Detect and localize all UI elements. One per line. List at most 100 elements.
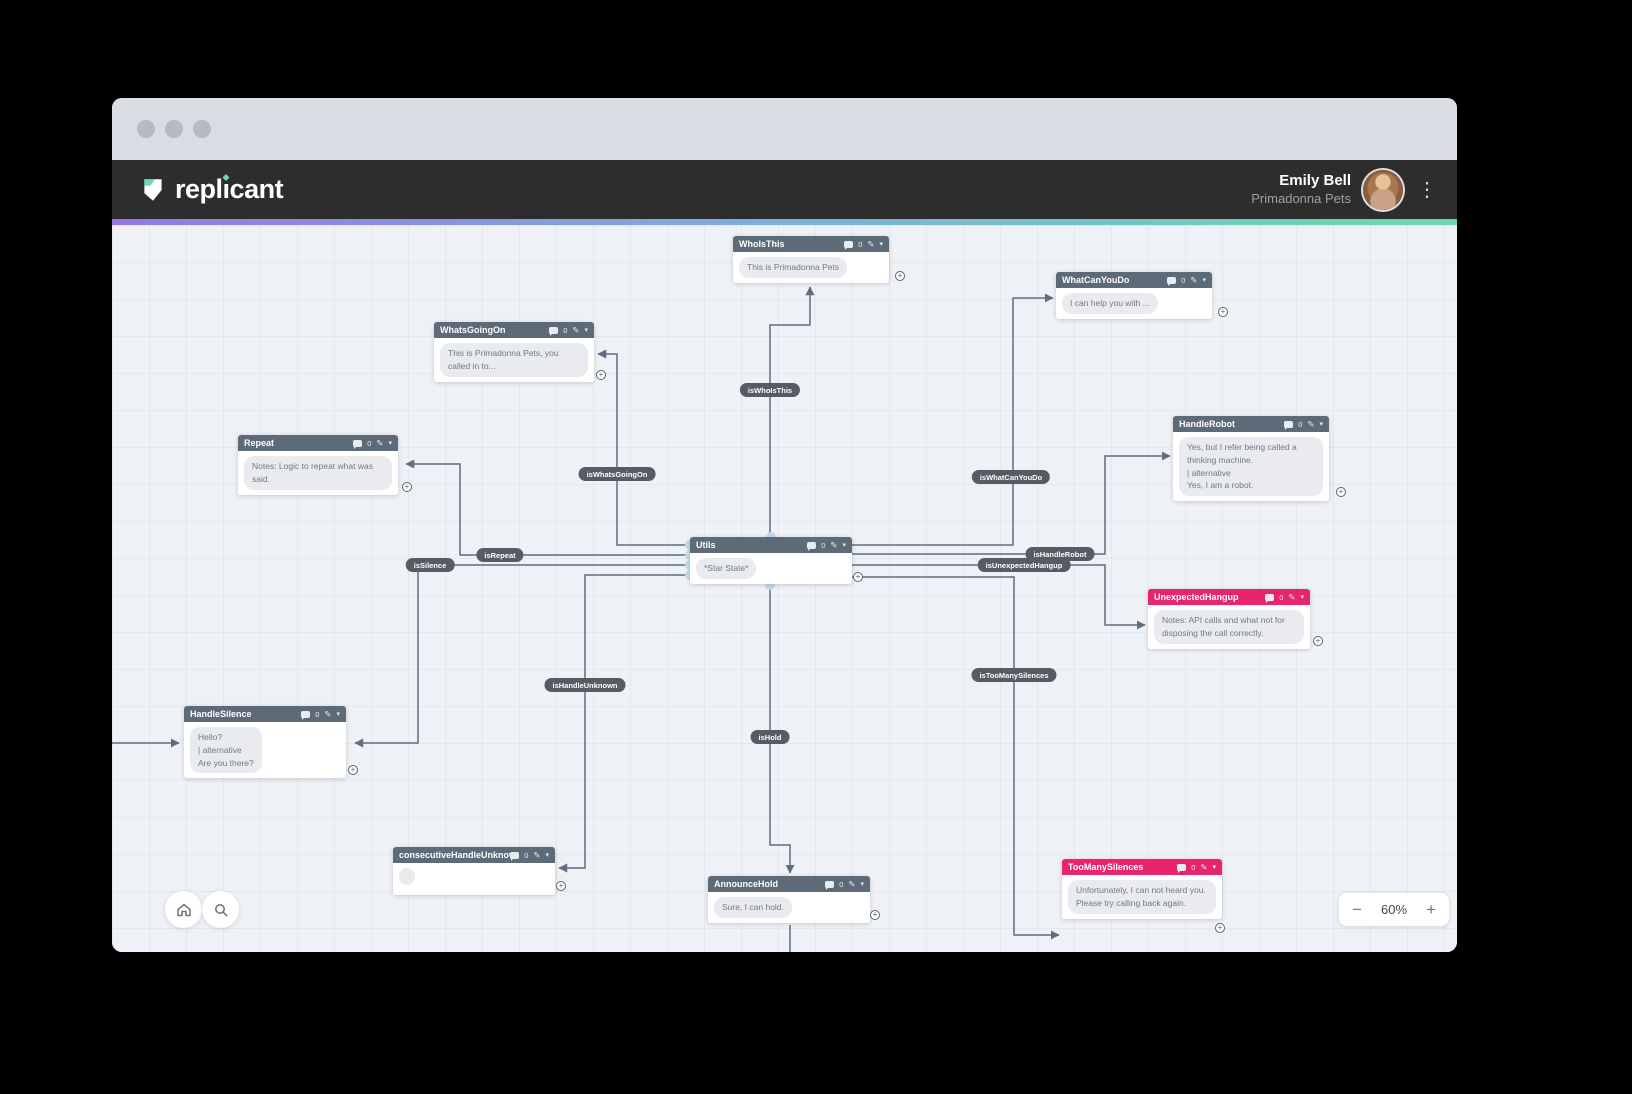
chevron-down-icon[interactable]: ▾	[1319, 420, 1323, 428]
edges-layer	[112, 286, 1171, 952]
node-header[interactable]: UnexpectedHangup 0 ✎ ▾	[1148, 589, 1310, 605]
edge-line[interactable]	[852, 576, 1060, 940]
edge-label[interactable]: isUnexpectedHangup	[977, 558, 1071, 572]
add-connection-port[interactable]: +	[1215, 923, 1225, 933]
edge-label[interactable]: isWhatsGoingOn	[578, 467, 656, 481]
node-header[interactable]: HandleRobot 0 ✎ ▾	[1173, 416, 1329, 432]
comment-icon[interactable]	[1265, 593, 1275, 603]
add-connection-port[interactable]: +	[348, 765, 358, 775]
avatar[interactable]	[1363, 169, 1403, 210]
comment-icon[interactable]	[844, 240, 854, 250]
edge-line[interactable]	[769, 585, 795, 874]
zoom-out-button[interactable]: −	[1352, 900, 1362, 919]
edge-label[interactable]: isTooManySilences	[971, 668, 1057, 682]
add-connection-port[interactable]: +	[1336, 487, 1346, 497]
add-connection-port[interactable]: +	[1218, 307, 1228, 317]
chevron-down-icon[interactable]: ▾	[1300, 593, 1304, 601]
flow-node[interactable]: Utils 0 ✎ ▾ *Star State*	[690, 537, 852, 584]
comment-icon[interactable]	[807, 541, 817, 551]
node-header[interactable]: HandleSilence 0 ✎ ▾	[184, 706, 346, 722]
edit-icon[interactable]: ✎	[533, 849, 541, 860]
node-header[interactable]: WhoIsThis 0 ✎ ▾	[733, 236, 889, 252]
edge-line[interactable]	[405, 459, 690, 556]
add-connection-port[interactable]: +	[895, 271, 905, 281]
node-header[interactable]: WhatCanYouDo 0 ✎ ▾	[1056, 272, 1212, 288]
edge-label[interactable]: isRepeat	[476, 548, 524, 562]
edge-label[interactable]: isHandleRobot	[1025, 547, 1095, 561]
edge-line[interactable]	[852, 451, 1171, 555]
add-connection-port[interactable]: +	[596, 370, 606, 380]
chevron-down-icon[interactable]: ▾	[584, 326, 588, 334]
comment-icon[interactable]	[1177, 863, 1187, 873]
flow-node[interactable]: WhatCanYouDo 0 ✎ ▾ I can help you with .…	[1056, 272, 1212, 319]
add-connection-port[interactable]: +	[402, 482, 412, 492]
add-connection-port[interactable]: +	[853, 572, 863, 582]
flow-node[interactable]: UnexpectedHangup 0 ✎ ▾ Notes: API calls …	[1148, 589, 1310, 649]
chevron-down-icon[interactable]: ▾	[842, 541, 846, 549]
edit-icon[interactable]: ✎	[848, 878, 856, 889]
edit-icon[interactable]: ✎	[1288, 591, 1296, 602]
edge-line[interactable]	[354, 564, 690, 748]
node-header[interactable]: TooManySilences 0 ✎ ▾	[1062, 859, 1222, 875]
edge-label[interactable]: isWhatCanYouDo	[971, 470, 1051, 484]
edit-icon[interactable]: ✎	[1200, 861, 1208, 872]
edge-label[interactable]: isWhoIsThis	[739, 383, 801, 397]
flow-node[interactable]: Repeat 0 ✎ ▾ Notes: Logic to repeat what…	[238, 435, 398, 495]
comment-count: 0	[839, 879, 844, 889]
edit-icon[interactable]: ✎	[830, 539, 838, 550]
home-button[interactable]	[165, 891, 202, 928]
edge-line[interactable]	[852, 293, 1054, 546]
flow-node[interactable]: WhatsGoingOn 0 ✎ ▾ This is Primadonna Pe…	[434, 322, 594, 382]
node-header[interactable]: consecutiveHandleUnknown 0 ✎ ▾	[393, 847, 555, 863]
edge-label[interactable]: isHold	[750, 730, 790, 744]
window-control-dot[interactable]	[137, 120, 155, 138]
chevron-down-icon[interactable]: ▾	[388, 439, 392, 447]
comment-icon[interactable]	[353, 439, 363, 449]
edit-icon[interactable]: ✎	[1307, 418, 1315, 429]
add-connection-port[interactable]: +	[870, 910, 880, 920]
edit-icon[interactable]: ✎	[867, 238, 875, 249]
zoom-in-button[interactable]: +	[1426, 900, 1436, 919]
flow-node[interactable]: consecutiveHandleUnknown 0 ✎ ▾	[393, 847, 555, 895]
comment-icon[interactable]	[510, 851, 520, 861]
chevron-down-icon[interactable]: ▾	[860, 880, 864, 888]
chevron-down-icon[interactable]: ▾	[1202, 276, 1206, 284]
comment-icon[interactable]	[549, 326, 559, 336]
comment-icon[interactable]	[825, 880, 835, 890]
edit-icon[interactable]: ✎	[376, 437, 384, 448]
comment-icon[interactable]	[1167, 276, 1177, 286]
comment-icon[interactable]	[1284, 420, 1294, 430]
chevron-down-icon[interactable]: ▾	[1212, 863, 1216, 871]
window-control-dot[interactable]	[193, 120, 211, 138]
chevron-down-icon[interactable]: ▾	[879, 240, 883, 248]
flow-node[interactable]: HandleRobot 0 ✎ ▾ Yes, but I refer being…	[1173, 416, 1329, 501]
edge-line[interactable]	[597, 349, 690, 546]
edge-line[interactable]	[558, 574, 690, 873]
chevron-down-icon[interactable]: ▾	[336, 710, 340, 718]
edge-line[interactable]	[769, 286, 815, 537]
edge-line[interactable]	[852, 564, 1146, 630]
edit-icon[interactable]: ✎	[572, 324, 580, 335]
flow-node[interactable]: TooManySilences 0 ✎ ▾ Unfortunately, I c…	[1062, 859, 1222, 919]
node-header[interactable]: AnnounceHold 0 ✎ ▾	[708, 876, 870, 892]
chevron-down-icon[interactable]: ▾	[545, 851, 549, 859]
node-header[interactable]: Utils 0 ✎ ▾	[690, 537, 852, 553]
comment-icon[interactable]	[301, 710, 311, 720]
edit-icon[interactable]: ✎	[324, 708, 332, 719]
edit-icon[interactable]: ✎	[1190, 274, 1198, 285]
add-connection-port[interactable]: +	[556, 881, 566, 891]
node-message-bubble: This is Primadonna Pets	[739, 257, 848, 278]
kebab-menu-icon[interactable]: ⋮	[1417, 178, 1437, 201]
search-button[interactable]	[202, 891, 239, 928]
edge-label[interactable]: isSilence	[405, 558, 455, 572]
flow-node[interactable]: AnnounceHold 0 ✎ ▾ Sure, I can hold.	[708, 876, 870, 923]
flow-node[interactable]: WhoIsThis 0 ✎ ▾ This is Primadonna Pets	[733, 236, 889, 283]
edge-label[interactable]: isHandleUnknown	[544, 678, 626, 692]
window-control-dot[interactable]	[165, 120, 183, 138]
node-header[interactable]: Repeat 0 ✎ ▾	[238, 435, 398, 451]
node-header[interactable]: WhatsGoingOn 0 ✎ ▾	[434, 322, 594, 338]
add-connection-port[interactable]: +	[1313, 636, 1323, 646]
